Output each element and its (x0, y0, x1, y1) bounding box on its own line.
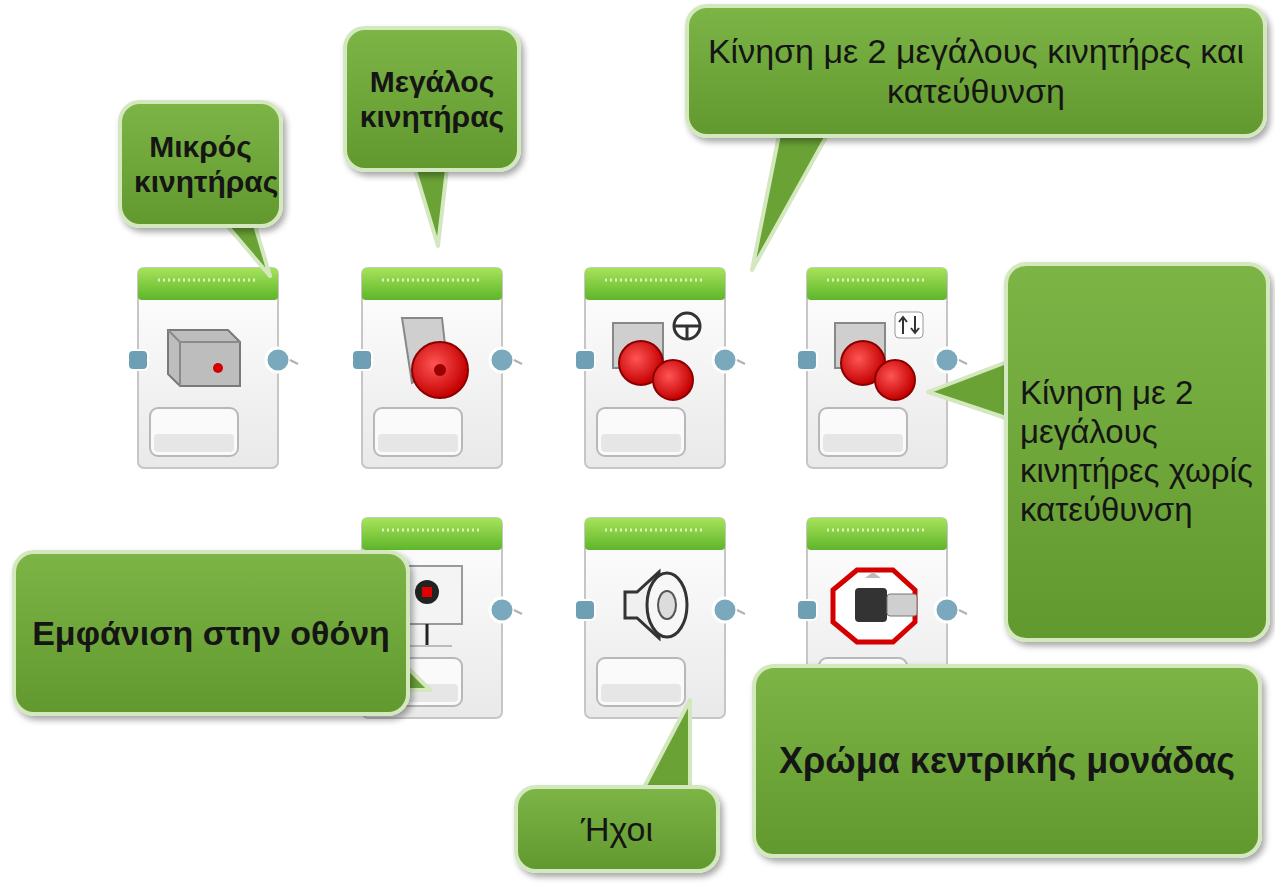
callout-text: Χρώμα κεντρικής μονάδας (768, 740, 1246, 782)
tank-callout: Κίνηση με 2 μεγάλους κινητήρες χωρίς κατ… (1004, 262, 1270, 642)
callout-text: Μεγάλος κινητήρας (359, 64, 505, 135)
steering-callout: Κίνηση με 2 μεγάλους κινητήρες και κατεύ… (685, 4, 1267, 138)
callout-tail (412, 160, 448, 246)
small-motor-callout: Μικρός κινητήρας (118, 100, 283, 228)
move-steering-block (575, 268, 745, 468)
callout-tail (640, 700, 690, 795)
brick-light-callout: Χρώμα κεντρικής μονάδας (752, 664, 1262, 858)
large-motor-callout: Μεγάλος κινητήρας (343, 26, 521, 172)
callout-text: Ήχοι (530, 809, 704, 849)
move-tank-block (797, 268, 967, 468)
callout-tail (752, 130, 830, 270)
callout-text: Εμφάνιση στην οθόνη (28, 613, 394, 653)
large-motor-block (352, 268, 522, 468)
sound-callout: Ήχοι (514, 785, 720, 873)
display-callout: Εμφάνιση στην οθόνη (12, 550, 410, 716)
callout-text: Κίνηση με 2 μεγάλους κινητήρες χωρίς κατ… (1020, 374, 1254, 530)
small-motor-block (128, 268, 298, 468)
callout-text: Μικρός κινητήρας (134, 129, 267, 200)
callout-text: Κίνηση με 2 μεγάλους κινητήρες και κατεύ… (701, 31, 1251, 111)
callout-tail (928, 360, 1012, 420)
sound-block (575, 518, 745, 718)
